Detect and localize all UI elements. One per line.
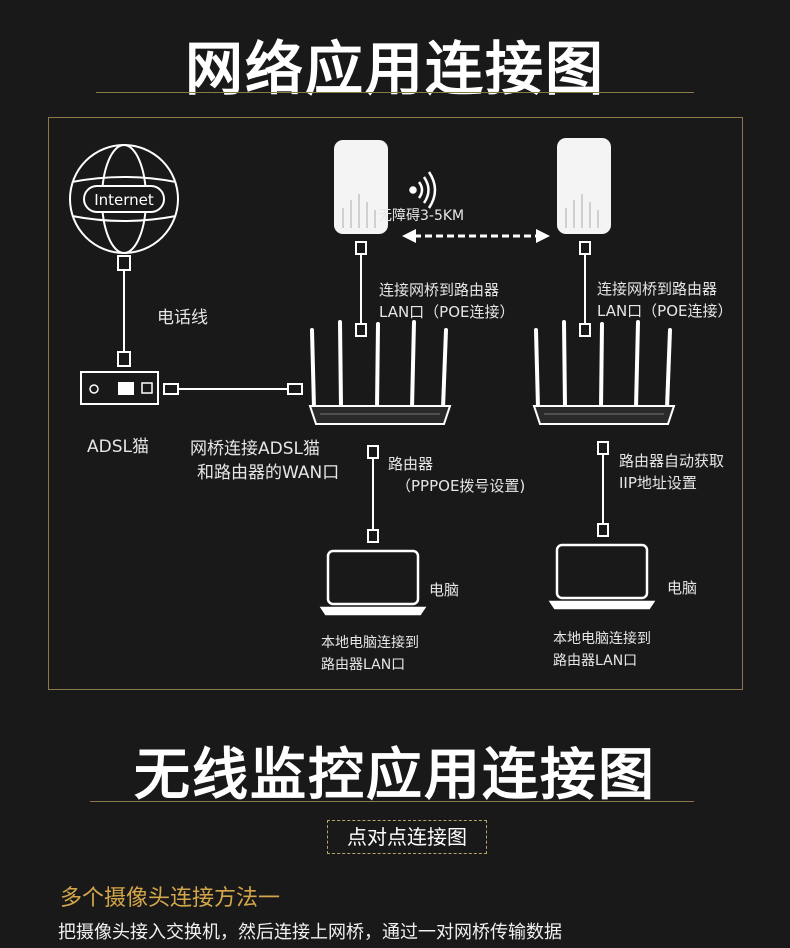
left-bridge-note-line2: LAN口（POE连接） xyxy=(379,303,515,321)
left-poe-cable xyxy=(355,241,367,337)
left-router-icon xyxy=(308,320,452,425)
title-divider xyxy=(96,92,694,93)
method-heading: 多个摄像头连接方法一 xyxy=(60,886,281,911)
point-to-point-tag: 点对点连接图 xyxy=(327,820,487,854)
internet-label: Internet xyxy=(94,191,154,209)
right-bridge-note-line1: 连接网桥到路由器 xyxy=(597,280,718,298)
right-pc-label: 电脑 xyxy=(667,579,698,597)
right-router-icon xyxy=(532,320,676,425)
phone-line-cable xyxy=(117,255,131,367)
wireless-link-arrow xyxy=(402,229,550,243)
left-bridge-note-line1: 连接网桥到路由器 xyxy=(379,281,500,299)
right-pc-note-line1: 本地电脑连接到 xyxy=(553,631,651,647)
left-bridge-device-icon xyxy=(334,140,388,234)
adsl-modem-icon xyxy=(80,371,159,405)
right-poe-cable xyxy=(579,241,591,337)
left-router-note-line1: 路由器 xyxy=(388,455,434,473)
left-router-note-line2: （PPPOE拨号设置) xyxy=(396,477,526,495)
section2-divider xyxy=(90,801,694,802)
diagram-frame xyxy=(48,117,743,690)
left-lan-cable xyxy=(367,445,379,543)
right-laptop-icon xyxy=(548,543,656,610)
right-router-note-line2: IIP地址设置 xyxy=(619,474,697,492)
left-pc-note-line1: 本地电脑连接到 xyxy=(321,635,419,651)
wifi-signal-icon xyxy=(409,171,437,209)
page-title: 网络应用连接图 xyxy=(184,35,605,103)
left-pc-note-line2: 路由器LAN口 xyxy=(321,657,406,673)
left-pc-label: 电脑 xyxy=(429,581,460,599)
right-router-note-line1: 路由器自动获取 xyxy=(619,452,725,470)
right-bridge-device-icon xyxy=(557,138,611,234)
section2-title: 无线监控应用连接图 xyxy=(134,743,656,808)
right-lan-cable xyxy=(597,441,609,537)
internet-globe-icon xyxy=(69,144,179,254)
right-bridge-note-line2: LAN口（POE连接） xyxy=(597,302,733,320)
right-pc-note-line2: 路由器LAN口 xyxy=(553,653,638,669)
bridge-adsl-note-line1: 网桥连接ADSL猫 xyxy=(190,439,320,459)
method-description: 把摄像头接入交换机，然后连接上网桥，通过一对网桥传输数据 xyxy=(58,922,562,943)
wan-cable xyxy=(163,383,303,395)
wireless-range-label: 无障碍3-5KM xyxy=(378,208,465,224)
bridge-adsl-note-line2: 和路由器的WAN口 xyxy=(197,463,340,483)
left-laptop-icon xyxy=(319,549,427,616)
adsl-label: ADSL猫 xyxy=(87,437,149,457)
phone-line-label: 电话线 xyxy=(157,308,208,328)
